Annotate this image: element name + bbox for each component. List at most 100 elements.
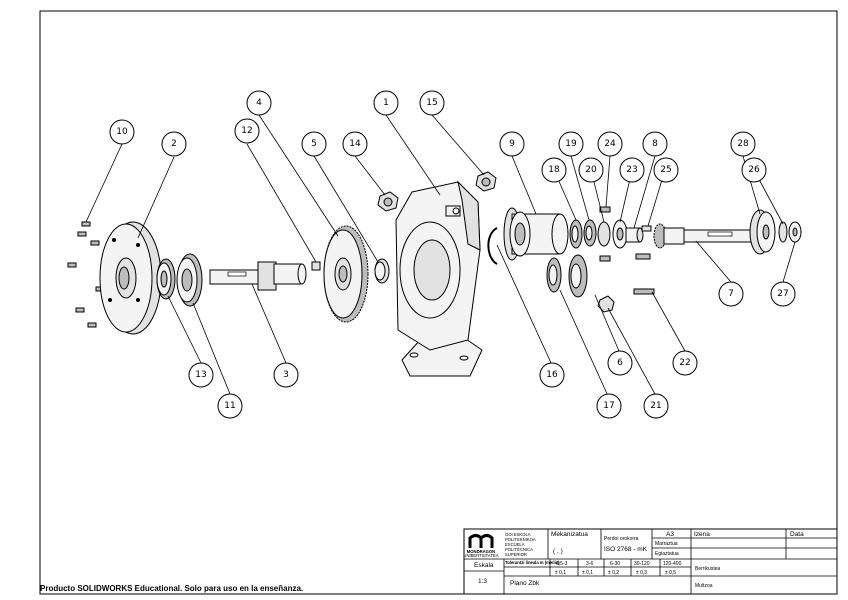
part-28-pulley xyxy=(749,209,776,255)
part-6-nut xyxy=(597,295,615,313)
balloon: 11 xyxy=(217,393,243,419)
part-15-nut xyxy=(475,171,497,192)
svg-text:120-400: 120-400 xyxy=(663,561,682,567)
svg-text:23: 23 xyxy=(626,165,637,175)
part-23-ring xyxy=(612,219,628,249)
svg-text:Tolerantzi lineala m (media): Tolerantzi lineala m (media) xyxy=(505,560,560,565)
balloon: 20 xyxy=(578,157,604,183)
leader-lines xyxy=(85,114,796,397)
svg-text:21: 21 xyxy=(650,401,661,411)
svg-text:18: 18 xyxy=(548,165,560,175)
svg-text:Perdoi orokorra: Perdoi orokorra xyxy=(604,536,639,542)
svg-text:± 0,1: ± 0,1 xyxy=(582,570,593,576)
balloon: 18 xyxy=(541,157,567,183)
exploded-assembly xyxy=(67,171,802,377)
svg-text:7: 7 xyxy=(728,289,734,299)
svg-text:Data: Data xyxy=(790,531,804,538)
svg-text:Plano Zbk: Plano Zbk xyxy=(510,580,540,587)
svg-text:12: 12 xyxy=(241,126,252,136)
part-22-screws xyxy=(599,253,655,295)
balloon: 2 xyxy=(161,131,187,157)
svg-text:28: 28 xyxy=(737,139,749,149)
balloon: 14 xyxy=(342,131,368,157)
svg-text:ISO 2768 - mK: ISO 2768 - mK xyxy=(604,546,648,553)
svg-text:30-120: 30-120 xyxy=(634,561,650,567)
part-12-key xyxy=(311,261,321,271)
part-20-ring xyxy=(597,221,611,247)
svg-text:± 0,3: ± 0,3 xyxy=(636,570,647,576)
balloons: 10 2 4 12 5 14 1 15 9 18 19 20 24 23 8 2… xyxy=(109,90,796,419)
balloon: 17 xyxy=(596,393,622,419)
svg-text:ESCUELA: ESCUELA xyxy=(505,542,525,547)
part-7-shaft xyxy=(653,223,758,249)
part-18-seal xyxy=(569,219,583,249)
svg-text:± 0,2: ± 0,2 xyxy=(608,570,619,576)
part-16-circlip xyxy=(487,227,498,265)
svg-text:4: 4 xyxy=(256,98,262,108)
svg-text:3: 3 xyxy=(283,370,289,380)
svg-text:13: 13 xyxy=(195,370,206,380)
svg-text:25: 25 xyxy=(660,165,671,175)
svg-text:15: 15 xyxy=(426,98,437,108)
balloon: 8 xyxy=(642,131,668,157)
svg-text:27: 27 xyxy=(777,289,788,299)
svg-text:SUPERIOR: SUPERIOR xyxy=(505,552,527,557)
part-2-flange xyxy=(99,221,162,335)
title-block: MONDRAGON UNIBERTSITATEA GOI ESKOLA POLI… xyxy=(463,528,838,595)
svg-text:9: 9 xyxy=(509,139,515,149)
balloon: 25 xyxy=(653,157,679,183)
svg-text:Berrikustea: Berrikustea xyxy=(695,566,721,572)
svg-text:Mekanizatua: Mekanizatua xyxy=(551,531,588,538)
svg-text:Izena: Izena xyxy=(694,531,710,538)
svg-text:Eskala: Eskala xyxy=(474,562,494,569)
svg-text:11: 11 xyxy=(224,401,235,411)
svg-text:24: 24 xyxy=(604,139,616,149)
svg-text:2: 2 xyxy=(171,139,177,149)
svg-text:± 0,5: ± 0,5 xyxy=(665,570,676,576)
balloon: 28 xyxy=(730,131,756,157)
balloon: 13 xyxy=(188,362,214,388)
svg-text:GOI ESKOLA: GOI ESKOLA xyxy=(505,532,531,537)
part-4-gear xyxy=(323,225,369,323)
mondragon-logo: MONDRAGON UNIBERTSITATEA xyxy=(463,534,499,558)
svg-text:16: 16 xyxy=(546,370,558,380)
balloon: 7 xyxy=(718,281,744,307)
svg-text:3-6: 3-6 xyxy=(586,561,593,567)
part-1-housing xyxy=(395,180,483,377)
balloon: 22 xyxy=(672,350,698,376)
svg-text:8: 8 xyxy=(652,139,658,149)
balloon: 12 xyxy=(234,118,260,144)
part-17-seals xyxy=(546,254,588,298)
svg-text:Multzoa: Multzoa xyxy=(695,583,713,589)
svg-text:17: 17 xyxy=(603,401,614,411)
part-5-spacer xyxy=(374,258,390,284)
svg-text:1:3: 1:3 xyxy=(478,578,487,585)
svg-text:1: 1 xyxy=(383,98,389,108)
balloon: 1 xyxy=(373,90,399,116)
svg-text:0,5-3: 0,5-3 xyxy=(556,561,568,567)
balloon: 24 xyxy=(597,131,623,157)
svg-text:6: 6 xyxy=(617,358,623,368)
balloon: 3 xyxy=(273,362,299,388)
balloon: 4 xyxy=(246,90,272,116)
svg-text:POLITÉCNICA: POLITÉCNICA xyxy=(505,547,533,552)
balloon: 6 xyxy=(607,350,633,376)
educational-watermark: Producto SOLIDWORKS Educational. Solo pa… xyxy=(40,584,304,593)
balloon: 16 xyxy=(539,362,565,388)
svg-text:6-30: 6-30 xyxy=(610,561,620,567)
part-10-bolts xyxy=(67,221,105,328)
part-9-cartridge xyxy=(503,207,569,261)
drawing-border xyxy=(39,10,838,595)
svg-text:5: 5 xyxy=(311,139,317,149)
part-8-collar xyxy=(625,227,644,243)
svg-text:Marraztua: Marraztua xyxy=(655,541,678,547)
balloon: 27 xyxy=(770,281,796,307)
part-13-bearing xyxy=(156,258,176,300)
svg-text:± 0,1: ± 0,1 xyxy=(555,570,566,576)
part-11-bearing xyxy=(176,253,203,307)
part-26-27-washer-nut xyxy=(778,221,802,243)
balloon: 26 xyxy=(741,157,767,183)
svg-text:A3: A3 xyxy=(666,531,674,538)
svg-text:UNIBERTSITATEA: UNIBERTSITATEA xyxy=(463,553,498,558)
